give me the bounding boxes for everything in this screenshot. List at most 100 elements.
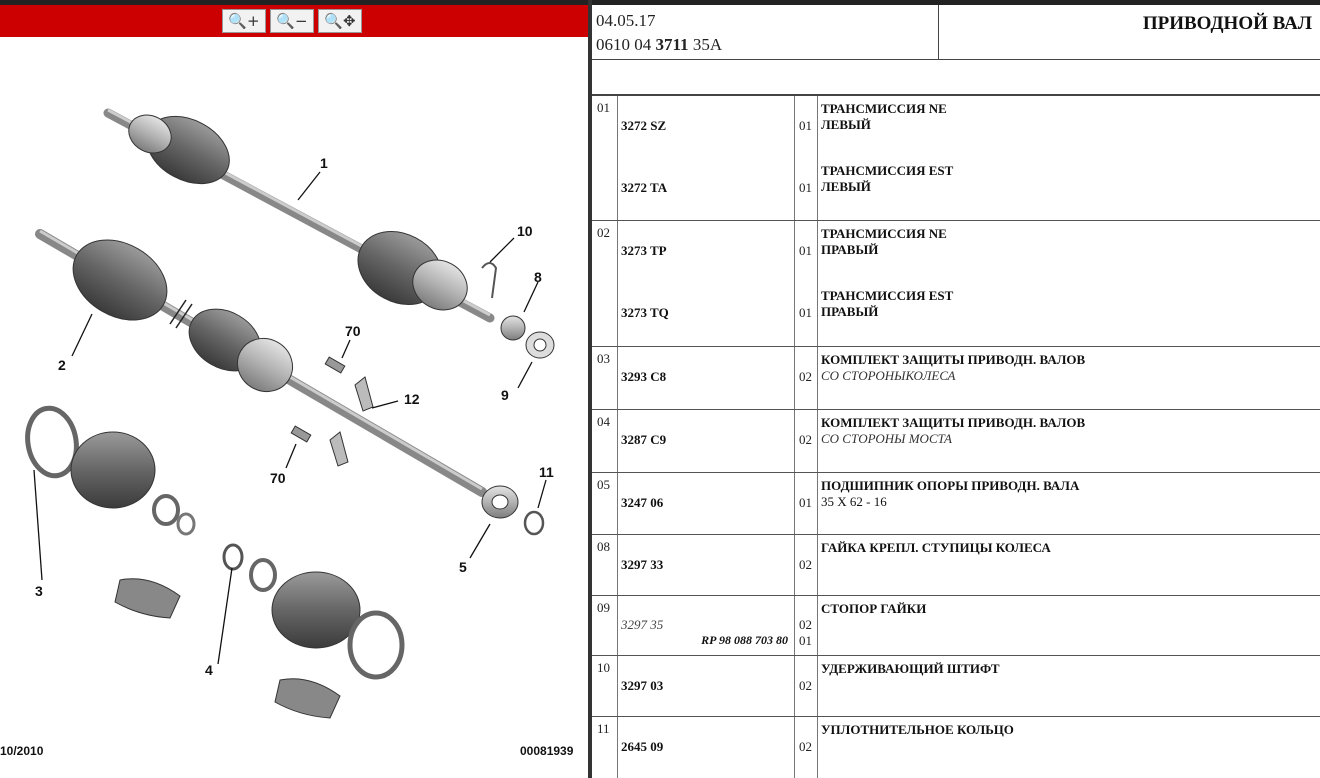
- leader-lines: [33, 171, 547, 665]
- table-row[interactable]: 01 3272 SZ 01 ТРАНСМИССИЯ NE ЛЕВЫЙ 3272 …: [592, 96, 1320, 221]
- top-border: [0, 0, 1320, 5]
- description-sub: 35 X 62 - 16: [821, 494, 887, 509]
- callout-2: 2: [58, 357, 66, 373]
- row-number: 08: [597, 539, 610, 554]
- part-number[interactable]: 3297 03: [621, 678, 664, 693]
- quantity: 02: [799, 678, 812, 693]
- description: ТРАНСМИССИЯ EST: [821, 163, 954, 178]
- callout-12: 12: [404, 391, 420, 407]
- zoom-pan-button[interactable]: 🔍✥: [318, 9, 362, 33]
- zoom-out-button[interactable]: 🔍−: [270, 9, 314, 33]
- callouts: 1 2 3 4 5 8 9 10 11 12 70 70: [35, 155, 554, 678]
- row-number: 01: [597, 100, 610, 115]
- shaft-1: [103, 108, 495, 323]
- callout-70a: 70: [345, 323, 361, 339]
- quantity: 01: [799, 180, 812, 195]
- code-post: 35A: [688, 35, 723, 54]
- description: УПЛОТНИТЕЛЬНОЕ КОЛЬЦО: [821, 722, 1014, 737]
- bearing-5: [481, 485, 519, 519]
- quantity: 01: [799, 118, 812, 133]
- table-row[interactable]: 05 3247 06 01 ПОДШИПНИК ОПОРЫ ПРИВОДН. В…: [592, 473, 1320, 535]
- description: ТРАНСМИССИЯ EST: [821, 288, 954, 303]
- quantity: 01: [799, 243, 812, 258]
- parts-table: 01 3272 SZ 01 ТРАНСМИССИЯ NE ЛЕВЫЙ 3272 …: [592, 96, 1320, 778]
- quantity: 02: [799, 369, 812, 384]
- diagram-date: 10/2010: [0, 744, 44, 758]
- quantity: 02: [799, 432, 812, 447]
- quantity: 02: [799, 557, 812, 572]
- quantity: 02: [799, 739, 812, 754]
- part-number[interactable]: 3287 C9: [621, 432, 667, 447]
- part-number[interactable]: 3297 35: [621, 617, 664, 632]
- part-number[interactable]: 2645 09: [621, 739, 664, 754]
- kit-4: [222, 543, 405, 719]
- description: ТРАНСМИССИЯ NE: [821, 226, 947, 241]
- description: ГАЙКА КРЕПЛ. СТУПИЦЫ КОЛЕСА: [821, 540, 1051, 555]
- description-sub: ПРАВЫЙ: [821, 242, 879, 257]
- description: КОМПЛЕКТ ЗАЩИТЫ ПРИВОДН. ВАЛОВ: [821, 415, 1086, 430]
- part-number[interactable]: 3272 TA: [621, 180, 668, 195]
- parts-pane: 04.05.17 0610 04 3711 35A ПРИВОДНОЙ ВАЛ …: [592, 5, 1320, 778]
- callout-9: 9: [501, 387, 509, 403]
- table-row[interactable]: 10 3297 03 02 УДЕРЖИВАЮЩИЙ ШТИФТ: [592, 656, 1320, 717]
- quantity: 01: [799, 305, 812, 320]
- callout-70b: 70: [270, 470, 286, 486]
- row-number: 10: [597, 660, 610, 675]
- description: ПОДШИПНИК ОПОРЫ ПРИВОДН. ВАЛА: [821, 478, 1080, 493]
- reference-quantity: 01: [799, 633, 812, 648]
- description: СТОПОР ГАЙКИ: [821, 601, 927, 616]
- table-row[interactable]: 04 3287 C9 02 КОМПЛЕКТ ЗАЩИТЫ ПРИВОДН. В…: [592, 410, 1320, 473]
- bolts-70-clips-12: [290, 356, 374, 467]
- header-spacer: [592, 60, 1320, 96]
- code-pre: 0610 04: [596, 35, 656, 54]
- diagram-number: 00081939: [520, 744, 574, 758]
- row-number: 09: [597, 600, 610, 615]
- diagram-pane: [0, 5, 588, 778]
- reference-number[interactable]: RP 98 088 703 80: [701, 633, 788, 647]
- table-row[interactable]: 08 3297 33 02 ГАЙКА КРЕПЛ. СТУПИЦЫ КОЛЕС…: [592, 535, 1320, 596]
- part-number[interactable]: 3247 06: [621, 495, 664, 510]
- description-sub: ПРАВЫЙ: [821, 304, 879, 319]
- part-number[interactable]: 3297 33: [621, 557, 664, 572]
- header-info: 04.05.17 0610 04 3711 35A: [592, 5, 939, 59]
- nut-parts-8-9-10-11: [481, 262, 555, 536]
- part-number[interactable]: 3273 TQ: [621, 305, 669, 320]
- part-number[interactable]: 3273 TP: [621, 243, 667, 258]
- callout-1: 1: [320, 155, 328, 171]
- callout-3: 3: [35, 583, 43, 599]
- description: УДЕРЖИВАЮЩИЙ ШТИФТ: [821, 661, 1000, 676]
- row-number: 05: [597, 477, 610, 492]
- row-number: 11: [597, 721, 610, 736]
- part-number[interactable]: 3293 C8: [621, 369, 667, 384]
- row-number: 02: [597, 225, 610, 240]
- code-bold: 3711: [655, 35, 689, 54]
- pane-divider[interactable]: [588, 0, 592, 778]
- zoom-in-button[interactable]: 🔍+: [222, 9, 266, 33]
- exploded-diagram[interactable]: 1 2 3 4 5 8 9 10 11 12 70 70: [0, 40, 588, 778]
- table-row[interactable]: 02 3273 TP 01 ТРАНСМИССИЯ NE ПРАВЫЙ 3273…: [592, 221, 1320, 347]
- description-sub: СО СТОРОНЫ МОСТА: [821, 431, 952, 446]
- description-sub: СО СТОРОНЫКОЛЕСА: [821, 368, 956, 383]
- header-code: 0610 04 3711 35A: [596, 35, 722, 55]
- page-title: ПРИВОДНОЙ ВАЛ: [1142, 13, 1312, 34]
- header-date: 04.05.17: [596, 11, 656, 30]
- callout-4: 4: [205, 662, 213, 678]
- callout-5: 5: [459, 559, 467, 575]
- row-number: 03: [597, 351, 610, 366]
- part-number[interactable]: 3272 SZ: [621, 118, 667, 133]
- table-row[interactable]: 03 3293 C8 02 КОМПЛЕКТ ЗАЩИТЫ ПРИВОДН. В…: [592, 347, 1320, 410]
- shaft-2: [35, 229, 487, 497]
- callout-11: 11: [539, 464, 554, 480]
- description: ТРАНСМИССИЯ NE: [821, 101, 947, 116]
- description: КОМПЛЕКТ ЗАЩИТЫ ПРИВОДН. ВАЛОВ: [821, 352, 1086, 367]
- callout-8: 8: [534, 269, 542, 285]
- quantity: 02: [799, 617, 812, 632]
- table-row[interactable]: 11 2645 09 02 УПЛОТНИТЕЛЬНОЕ КОЛЬЦО: [592, 717, 1320, 778]
- row-number: 04: [597, 414, 610, 429]
- parts-header: 04.05.17 0610 04 3711 35A ПРИВОДНОЙ ВАЛ: [592, 5, 1320, 60]
- table-row[interactable]: 09 3297 35 02 RP 98 088 703 80 01 СТОПОР…: [592, 596, 1320, 656]
- quantity: 01: [799, 495, 812, 510]
- callout-10: 10: [517, 223, 533, 239]
- description-sub: ЛЕВЫЙ: [821, 179, 871, 194]
- zoom-toolbar: 🔍+ 🔍− 🔍✥: [0, 5, 588, 37]
